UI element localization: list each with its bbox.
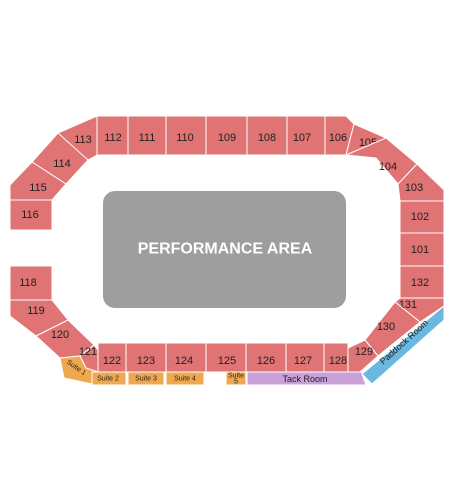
section-118[interactable]: 118 xyxy=(9,265,53,301)
section-112-label: 112 xyxy=(104,132,122,144)
section-132-label: 132 xyxy=(411,277,429,289)
section-121-label: 121 xyxy=(79,346,97,358)
section-127-label: 127 xyxy=(294,355,312,367)
section-125[interactable]: 125 xyxy=(205,342,247,373)
section-114[interactable]: 114 xyxy=(31,132,89,185)
section-111-label: 111 xyxy=(139,132,156,144)
section-115-label: 115 xyxy=(29,182,47,194)
section-131[interactable]: 131 xyxy=(394,297,445,323)
section-108-label: 108 xyxy=(258,132,276,144)
suite-5-label-line2: 5 xyxy=(234,379,238,386)
section-120[interactable]: 120 xyxy=(35,319,95,359)
section-123[interactable]: 123 xyxy=(125,342,167,373)
section-111[interactable]: 111 xyxy=(127,115,167,156)
suite-2-label: Suite 2 xyxy=(97,376,119,383)
section-104[interactable]: 104 xyxy=(345,137,418,185)
section-118-label: 118 xyxy=(19,277,37,289)
section-126[interactable]: 126 xyxy=(245,342,287,373)
suite-3[interactable]: Suite 3 xyxy=(127,371,165,386)
section-109-label: 109 xyxy=(218,132,236,144)
section-128-label: 128 xyxy=(329,355,347,367)
section-120-label: 120 xyxy=(51,329,69,341)
section-114-label: 114 xyxy=(53,158,71,170)
section-103-label: 103 xyxy=(405,182,423,194)
section-132[interactable]: 132 xyxy=(399,265,445,299)
section-108[interactable]: 108 xyxy=(246,115,288,156)
section-122-label: 122 xyxy=(103,355,121,367)
section-124-label: 124 xyxy=(175,355,193,367)
section-129-label: 129 xyxy=(355,346,373,358)
tack-room-label: Tack Room xyxy=(282,374,327,384)
section-112[interactable]: 112 xyxy=(96,115,129,156)
section-102-label: 102 xyxy=(411,211,429,223)
section-107-label: 107 xyxy=(293,132,311,144)
section-110[interactable]: 110 xyxy=(165,115,207,156)
section-110-label: 110 xyxy=(176,132,194,144)
section-128[interactable]: 128 xyxy=(323,342,349,373)
suite-2[interactable]: Suite 2 xyxy=(91,371,127,386)
suite-1[interactable]: Suite 1 xyxy=(59,355,99,385)
section-101[interactable]: 101 xyxy=(399,232,445,267)
tack-room[interactable]: Tack Room xyxy=(246,371,367,386)
section-119-label: 119 xyxy=(27,305,45,317)
section-116-label: 116 xyxy=(21,209,39,221)
section-122[interactable]: 122 xyxy=(97,342,127,373)
performance-area-label: PERFORMANCE AREA xyxy=(138,241,313,258)
section-113[interactable]: 113 xyxy=(57,115,98,161)
section-131-label: 131 xyxy=(399,299,417,311)
section-101-label: 101 xyxy=(411,244,429,256)
section-106-label: 106 xyxy=(329,132,347,144)
suite-3-label: Suite 3 xyxy=(135,376,157,383)
section-109[interactable]: 109 xyxy=(205,115,248,156)
section-123-label: 123 xyxy=(137,355,155,367)
section-107[interactable]: 107 xyxy=(286,115,326,156)
section-127[interactable]: 127 xyxy=(285,342,325,373)
section-126-label: 126 xyxy=(257,355,275,367)
suite-5[interactable]: Suite 5 xyxy=(225,371,247,386)
performance-area: PERFORMANCE AREA xyxy=(103,191,346,308)
section-125-label: 125 xyxy=(218,355,236,367)
section-104-label: 104 xyxy=(379,161,397,173)
suite-5-label-line1: Suite xyxy=(228,373,244,380)
section-124[interactable]: 124 xyxy=(165,342,207,373)
section-116[interactable]: 116 xyxy=(9,199,53,231)
section-113-label: 113 xyxy=(74,134,92,146)
section-102[interactable]: 102 xyxy=(399,200,445,234)
suite-4[interactable]: Suite 4 xyxy=(165,371,205,386)
suite-4-label: Suite 4 xyxy=(174,376,196,383)
section-130[interactable]: 130 xyxy=(364,301,421,357)
section-130-label: 130 xyxy=(377,321,395,333)
section-106[interactable]: 106 xyxy=(324,115,355,156)
